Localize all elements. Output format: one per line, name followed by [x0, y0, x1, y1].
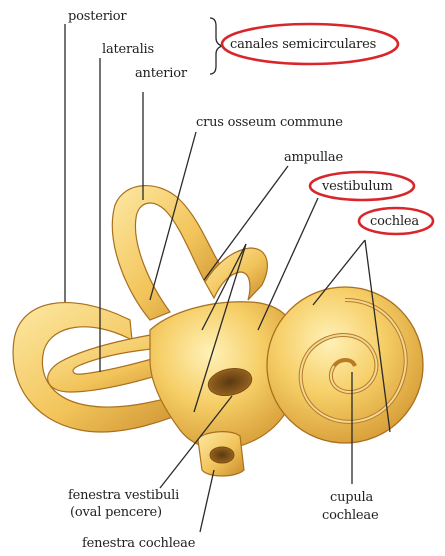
anterior-canal — [111, 185, 223, 321]
label-lateralis: lateralis — [102, 42, 154, 57]
highlight-vestibulum — [308, 170, 416, 202]
label-crus-osseum-commune: crus osseum commune — [196, 115, 343, 130]
highlight-cochlea — [357, 206, 435, 236]
label-posterior: posterior — [68, 9, 127, 24]
cochlea-spiral — [266, 286, 424, 444]
label-cupula: cupula — [330, 490, 374, 505]
label-anterior: anterior — [135, 66, 187, 81]
bony-labyrinth — [12, 185, 424, 477]
highlight-canales — [220, 22, 400, 66]
label-vestibulum: vestibulum — [322, 179, 393, 194]
label-canales-semicirculares: canales semicirculares — [230, 37, 377, 52]
leader-lines — [64, 17, 391, 533]
oval-window — [207, 367, 253, 397]
label-ampullae: ampullae — [284, 150, 343, 165]
round-window — [209, 446, 235, 464]
label-oval-pencere: (oval pencere) — [70, 505, 162, 520]
label-cochleae: cochleae — [322, 508, 379, 523]
label-fenestra-cochleae: fenestra cochleae — [82, 536, 196, 551]
label-cochlea: cochlea — [370, 214, 419, 229]
highlight-rings — [220, 22, 435, 236]
label-fenestra-vestibuli: fenestra vestibuli — [68, 488, 180, 503]
